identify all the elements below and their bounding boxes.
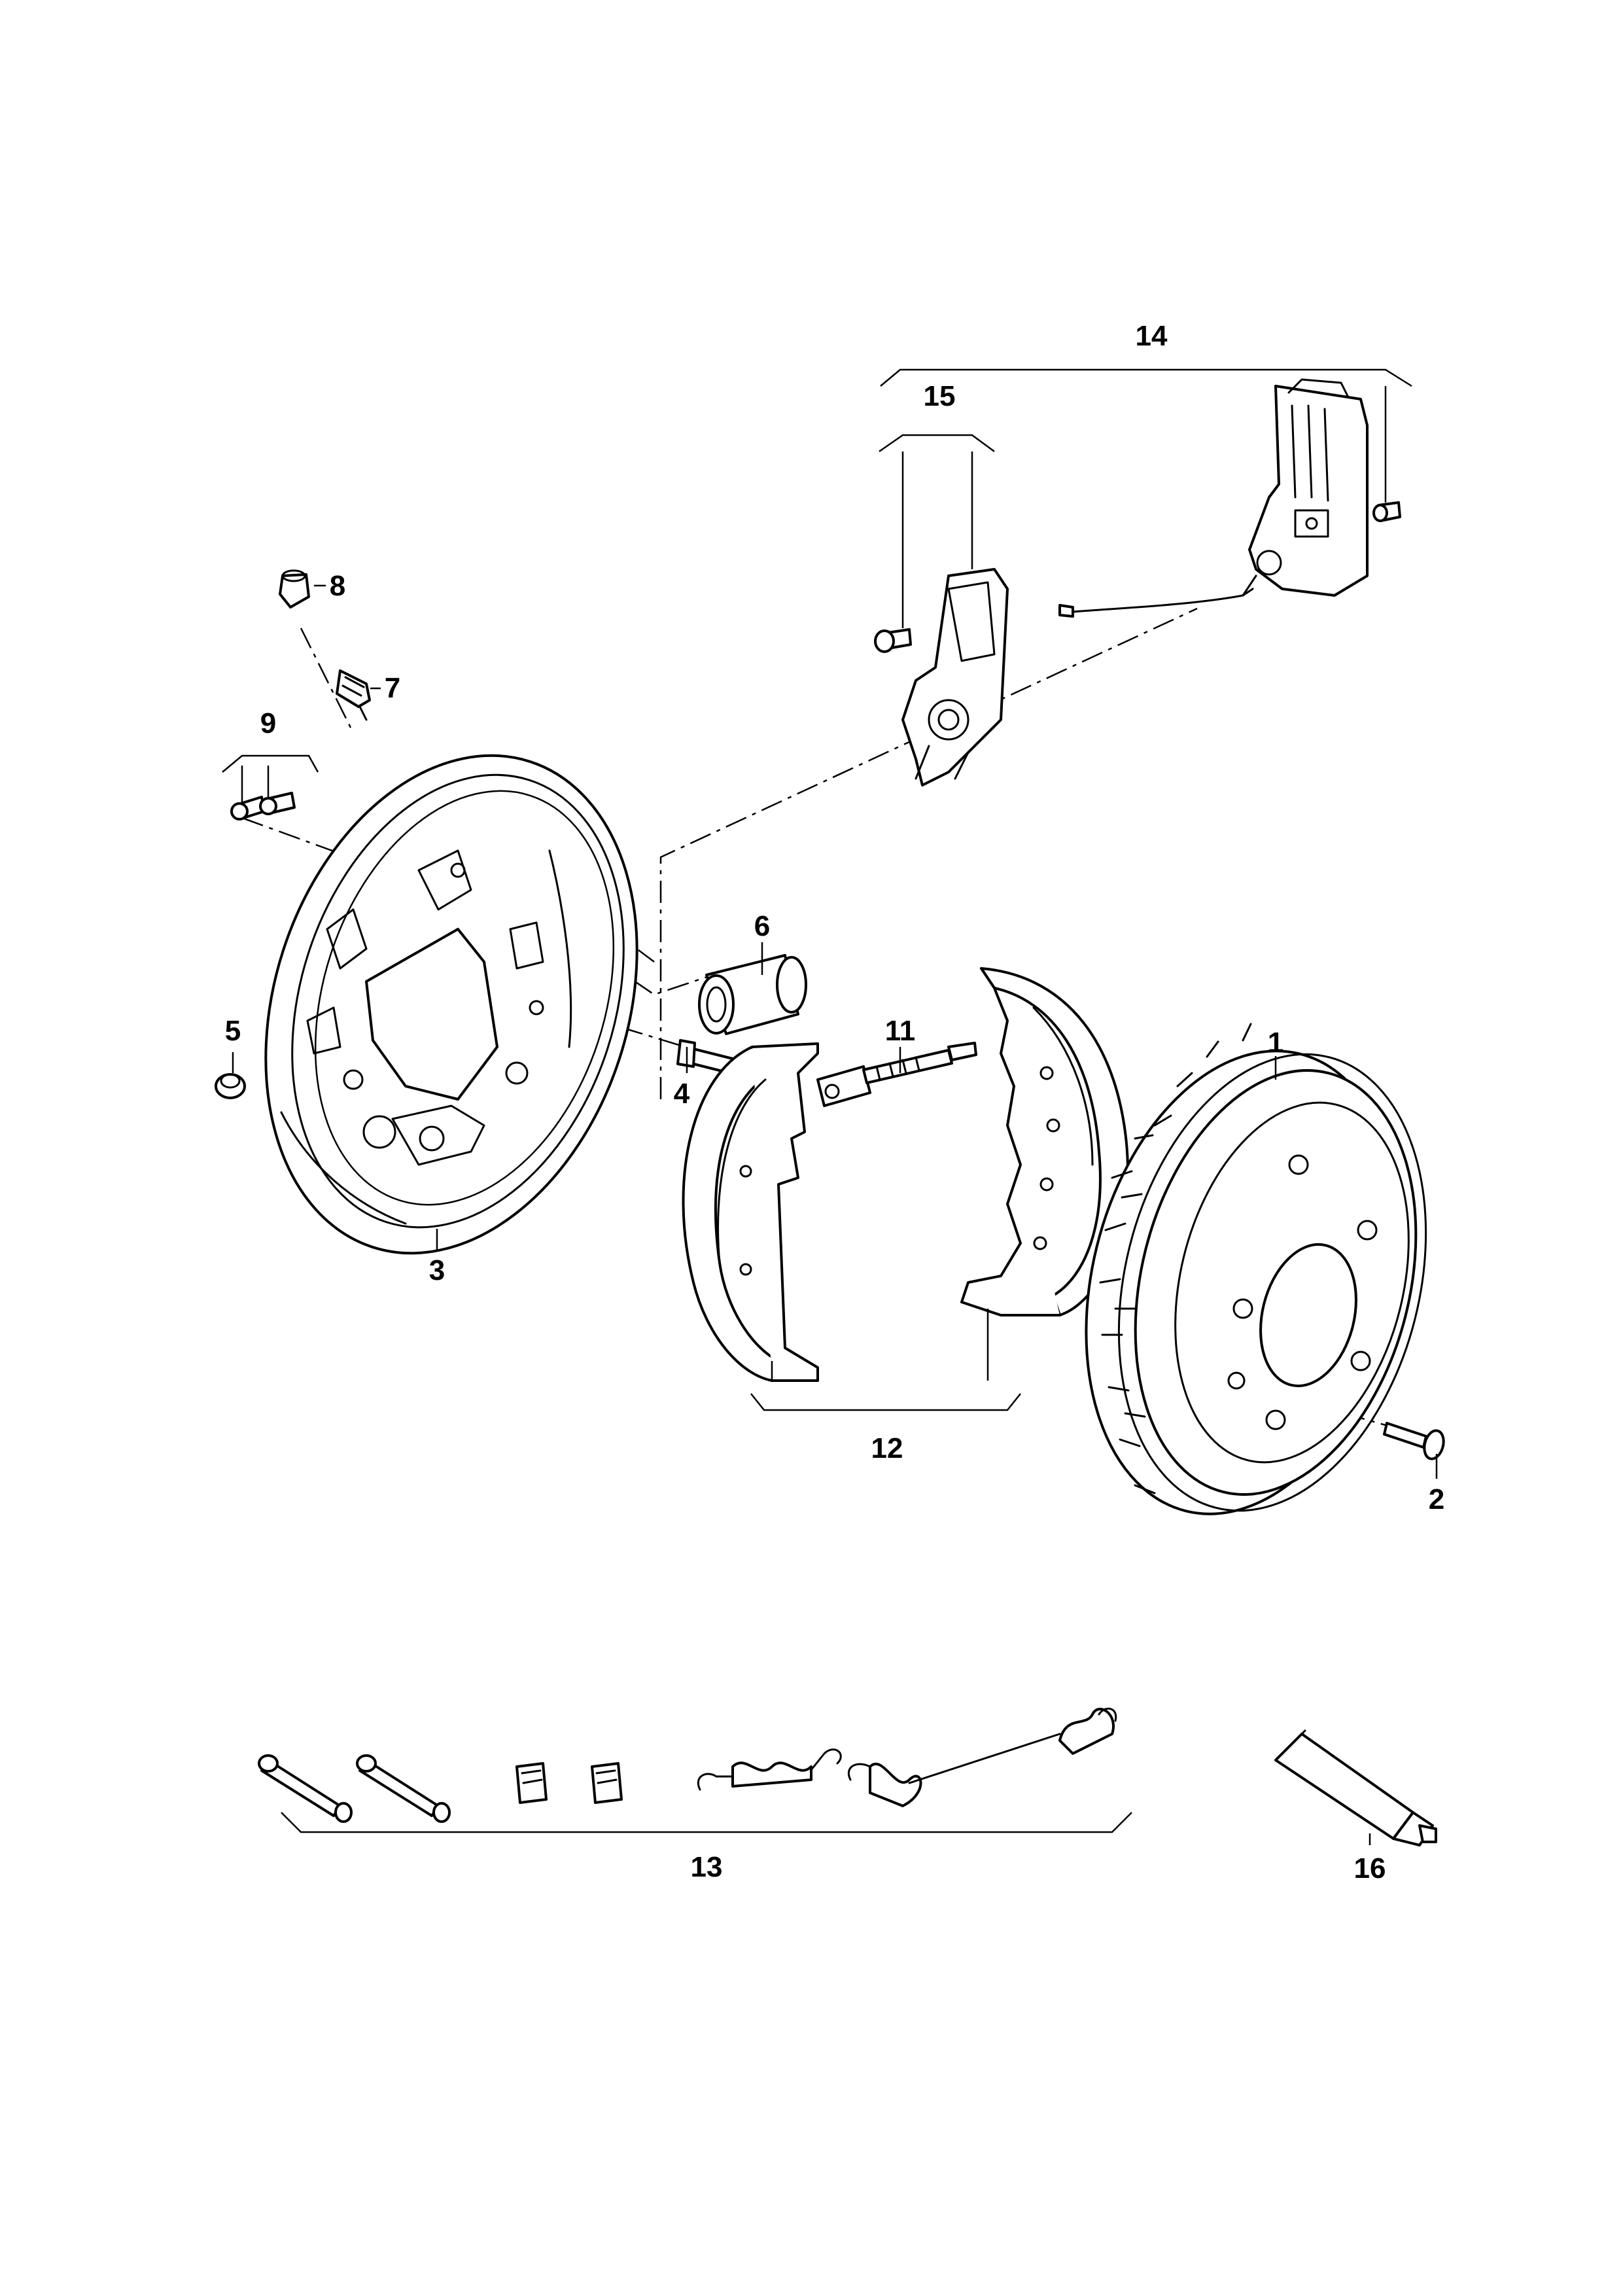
leader-lines [232,386,1438,1845]
bracket-group-13 [281,1812,1132,1833]
hardware-kit-part-13 [258,1707,1117,1823]
callout-13: 13 [691,1851,723,1883]
bracket-group-15 [879,434,995,453]
grease-tube-part-16 [1274,1729,1437,1846]
bolts-part-9 [230,792,296,821]
callout-labels: 1 2 3 4 5 6 7 8 9 11 12 13 14 15 16 [225,320,1444,1884]
callout-9: 9 [260,707,276,739]
bracket-group-14 [880,368,1412,387]
bleeder-cap-part-8 [279,569,310,609]
bleeder-screw-part-7 [336,669,371,721]
bracket-part-15 [901,568,1009,786]
screw-part-2 [1383,1422,1445,1460]
callout-8: 8 [330,570,345,602]
brake-drum-part-1 [1085,1023,1427,1515]
bracket-screw-part-15 [874,628,912,653]
callout-1: 1 [1268,1027,1283,1059]
callout-4: 4 [674,1078,690,1110]
brake-shoe-left [682,1042,819,1382]
callout-16: 16 [1354,1852,1386,1884]
callout-3: 3 [429,1254,445,1286]
callout-11: 11 [885,1015,916,1047]
wheel-cylinder-part-6 [698,954,807,1035]
group-brackets [222,368,1412,1833]
plug-part-5 [215,1073,246,1099]
sensor-part-14 [1058,378,1369,618]
bracket-group-12 [750,1393,1021,1411]
callout-14: 14 [1136,320,1168,352]
adjuster-part-11 [816,1042,977,1107]
brake-shoe-right [960,967,1129,1316]
backing-plate [264,754,638,1255]
callout-12: 12 [871,1432,903,1464]
callout-15: 15 [924,380,956,412]
callout-6: 6 [754,910,770,942]
callout-7: 7 [385,672,400,704]
callout-5: 5 [225,1015,241,1047]
cap-part-14 [1372,501,1401,522]
bracket-group-9 [222,754,319,773]
callout-2: 2 [1429,1483,1444,1515]
